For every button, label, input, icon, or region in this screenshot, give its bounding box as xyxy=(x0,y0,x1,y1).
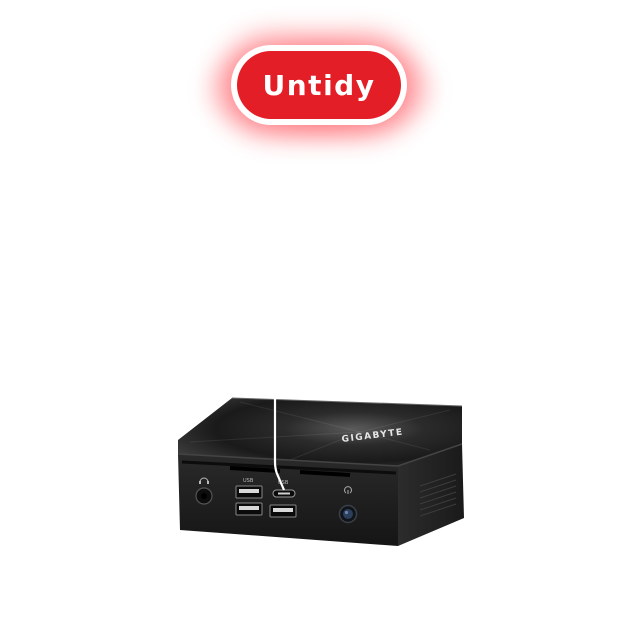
mini-pc-image: GIGABYTE USB USB xyxy=(177,390,464,546)
usb-c-port xyxy=(272,489,296,498)
usb-cable xyxy=(273,390,286,491)
device-front xyxy=(177,443,464,546)
device-top xyxy=(178,397,463,466)
usb-port-right xyxy=(269,504,297,518)
usb-port-left-bottom xyxy=(235,502,263,516)
headphone-icon xyxy=(199,477,209,484)
power-icon xyxy=(344,486,352,494)
usb-label-left: USB xyxy=(243,478,254,484)
usb-port-left-top xyxy=(235,485,263,499)
headphone-jack xyxy=(195,487,213,505)
usb-label-right: USB xyxy=(278,480,289,486)
badge-label: Untidy xyxy=(237,51,401,119)
power-button xyxy=(338,504,358,524)
untidy-badge: Untidy xyxy=(231,45,407,125)
